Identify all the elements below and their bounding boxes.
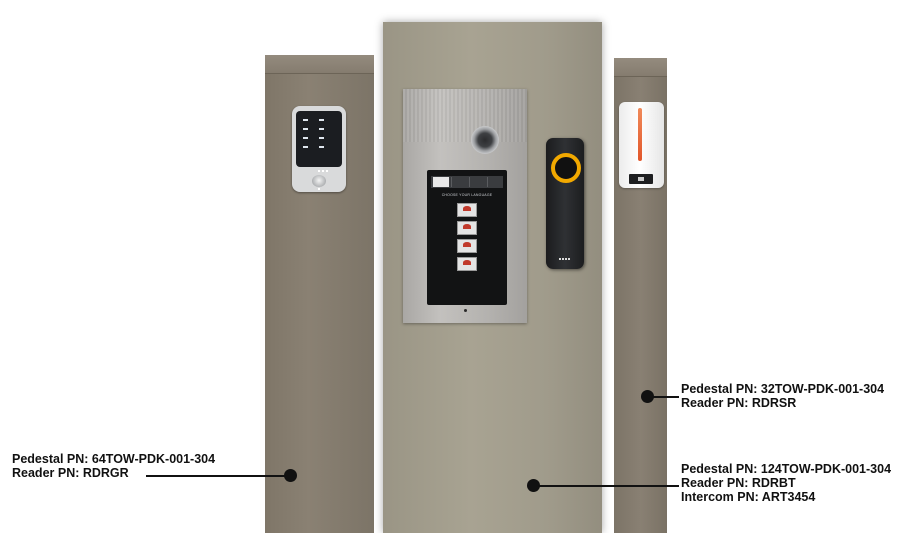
- language-flag-icon: [457, 257, 477, 271]
- reader-pn-label: Reader PN: RDRBT: [681, 476, 796, 490]
- callout-center: Pedestal PN: 124TOW-PDK-001-304 Reader P…: [681, 462, 891, 504]
- language-flag-icon: [457, 221, 477, 235]
- callout-line: [652, 396, 679, 398]
- reader-rdrbt: [546, 138, 584, 269]
- callout-dot: [641, 390, 654, 403]
- search-icon: [469, 177, 486, 187]
- bell-icon: [451, 177, 468, 187]
- keypad-reader-rdrgr: [292, 106, 346, 192]
- callout-left: Pedestal PN: 64TOW-PDK-001-304 Reader PN…: [12, 452, 215, 480]
- intercom-screen: CHOOSE YOUR LANGUAGE: [427, 170, 507, 305]
- reader-ring-icon: [551, 153, 581, 183]
- pedestal-pn-label: Pedestal PN: 64TOW-PDK-001-304: [12, 452, 216, 466]
- callout-line: [146, 475, 286, 477]
- pedestal-cap: [265, 55, 374, 74]
- pedestal-cap: [614, 58, 667, 77]
- pdk-logo-icon: [558, 247, 570, 260]
- reader-light-bar: [638, 108, 642, 161]
- camera-lens-icon: [471, 126, 499, 154]
- intercom-panel: CHOOSE YOUR LANGUAGE: [403, 89, 527, 323]
- language-flag-icon: [457, 203, 477, 217]
- screen-title: CHOOSE YOUR LANGUAGE: [441, 193, 493, 197]
- globe-icon: [433, 177, 449, 187]
- microphone-icon: [464, 309, 467, 312]
- language-flag-icon: [457, 239, 477, 253]
- pedestal-pn-label: Pedestal PN: 32TOW-PDK-001-304: [681, 382, 885, 396]
- callout-right: Pedestal PN: 32TOW-PDK-001-304 Reader PN…: [681, 382, 884, 410]
- brushed-metal: [403, 89, 527, 142]
- keypad-button: [312, 175, 326, 187]
- reader-rdrsr: [619, 102, 664, 188]
- pdk-logo-icon: [629, 174, 653, 184]
- pedestal-pn-label: Pedestal PN: 124TOW-PDK-001-304: [681, 462, 892, 476]
- callout-dot: [284, 469, 297, 482]
- screen-tab-bar: [431, 176, 503, 188]
- callout-dot: [527, 479, 540, 492]
- callout-line: [538, 485, 679, 487]
- reader-pn-label: Reader PN: RDRSR: [681, 396, 797, 410]
- reader-pn-label: Reader PN: RDRGR: [12, 466, 129, 480]
- keypad-face: [296, 111, 342, 190]
- menu-icon: [487, 177, 504, 187]
- pdk-logo-icon: [317, 160, 329, 190]
- intercom-pn-label: Intercom PN: ART3454: [681, 490, 816, 504]
